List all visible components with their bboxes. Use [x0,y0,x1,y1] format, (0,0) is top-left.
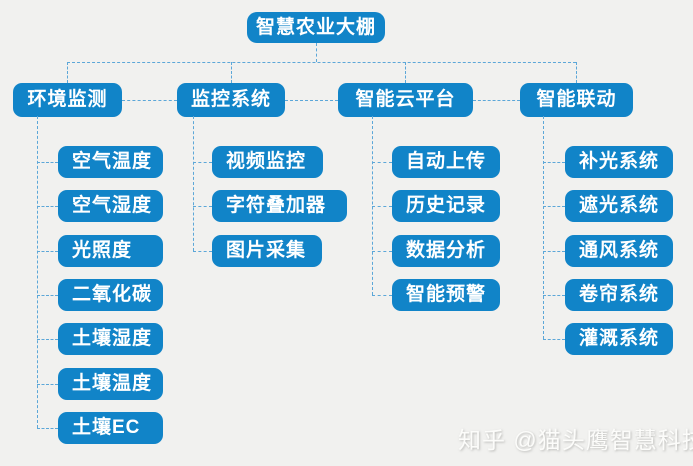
branch-smart-linkage: 智能联动 [520,83,633,117]
connector-stub [37,428,58,429]
connector-trunk-cloud-platform [372,116,373,295]
child-auto-upload: 自动上传 [392,146,500,178]
child-character-overlay: 字符叠加器 [212,190,347,222]
connector-stub [543,295,565,296]
branch-monitoring-system: 监控系统 [177,83,285,117]
connector-drop-monitoring-system [231,62,232,83]
child-light-supplement-system: 补光系统 [565,146,673,178]
connector-stub [543,206,565,207]
child-soil-humidity: 土壤湿度 [58,323,163,355]
connector-drop-smart-linkage [576,62,577,83]
connector-stub [372,162,392,163]
connector-stub [543,162,565,163]
child-data-analysis: 数据分析 [392,235,500,267]
connector-stub [37,384,58,385]
connector-stub [37,162,58,163]
zhihu-watermark: 知乎 @猫头鹰智慧科技 [458,427,693,453]
child-shading-system: 遮光系统 [565,190,673,222]
child-image-capture: 图片采集 [212,235,322,267]
connector-stub [543,251,565,252]
connector-stub [37,339,58,340]
child-video-surveillance: 视频监控 [212,146,323,178]
connector-trunk-monitoring-system [193,116,194,251]
connector-stub [372,295,392,296]
connector-sibling-link [285,100,338,101]
connector-stub [193,251,212,252]
connector-drop-environment-monitoring [67,62,68,83]
connector-stub [193,162,212,163]
connector-stub [37,251,58,252]
child-roller-blind-system: 卷帘系统 [565,279,673,311]
child-smart-alert: 智能预警 [392,279,500,311]
connector-trunk-environment-monitoring [37,116,38,428]
child-history-records: 历史记录 [392,190,500,222]
child-air-temperature: 空气温度 [58,146,163,178]
root-node-smart-greenhouse: 智慧农业大棚 [247,12,385,43]
branch-environment-monitoring: 环境监测 [13,83,122,117]
connector-stub [372,206,392,207]
connector-sibling-link [122,100,177,101]
child-co2: 二氧化碳 [58,279,163,311]
connector-stub [37,295,58,296]
child-ventilation-system: 通风系统 [565,235,673,267]
child-soil-ec: 土壤EC [58,412,163,444]
connector-stub [372,251,392,252]
child-air-humidity: 空气湿度 [58,190,163,222]
connector-drop-cloud-platform [405,62,406,83]
connector-stub [193,206,212,207]
connector-main-rail [67,62,576,63]
child-soil-temperature: 土壤温度 [58,368,163,400]
connector-root-drop [316,43,317,62]
child-irrigation-system: 灌溉系统 [565,323,673,355]
branch-cloud-platform: 智能云平台 [338,83,473,117]
child-light-intensity: 光照度 [58,235,163,267]
connector-stub [543,339,565,340]
connector-stub [37,206,58,207]
connector-trunk-smart-linkage [543,116,544,339]
connector-sibling-link [473,100,520,101]
